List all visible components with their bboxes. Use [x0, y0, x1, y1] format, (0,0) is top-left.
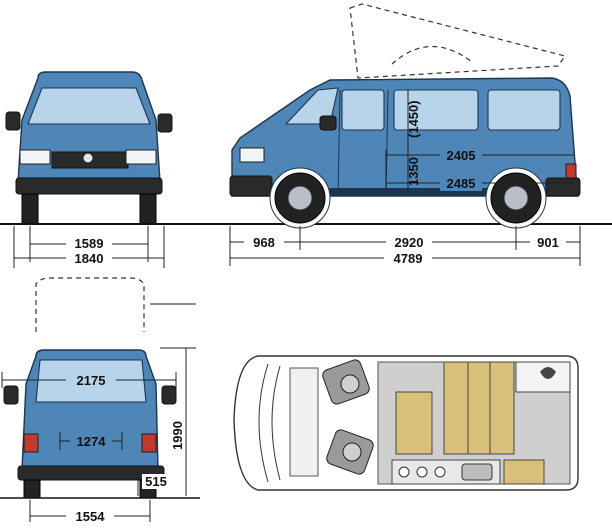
side-rear-overhang-label: 901 — [537, 235, 559, 250]
popup-roof-tent — [391, 45, 473, 65]
rear-cabinet — [503, 459, 545, 485]
rear-right-taillight — [141, 433, 157, 453]
passenger-seat — [326, 429, 374, 475]
front-bumper — [15, 177, 163, 195]
side-dimensions: 968 2920 901 4789 — [229, 226, 581, 266]
rear-left-mirror — [3, 385, 19, 405]
side-interior-upper-label: 2405 — [447, 148, 476, 163]
side-window-3 — [487, 89, 561, 131]
side-headlight — [239, 147, 265, 163]
front-width-label: 1840 — [75, 251, 104, 266]
side-length-label: 4789 — [394, 251, 423, 266]
rear-view: 1274 2175 — [1, 277, 177, 499]
side-mirror — [319, 115, 337, 131]
side-wheelbase-label: 2920 — [395, 235, 424, 250]
side-rear-bumper — [545, 177, 581, 197]
popup-roof-outline — [349, 3, 566, 79]
wardrobe — [515, 361, 571, 393]
side-window-1 — [341, 89, 385, 131]
front-right-wheel — [139, 193, 157, 225]
dashboard — [289, 367, 319, 477]
hob-burner-3 — [434, 466, 446, 478]
side-taillight — [565, 163, 577, 179]
floor-plan-view — [233, 355, 579, 491]
side-front-bumper — [229, 175, 273, 197]
side-height-raised-label: (1450) — [406, 100, 421, 138]
front-left-mirror — [5, 111, 21, 131]
sink — [461, 463, 493, 481]
front-view — [5, 71, 173, 225]
front-left-headlight — [19, 149, 51, 165]
side-view: 2405 2485 1350 (1450) — [229, 3, 581, 229]
rear-popup-roof-outline — [35, 277, 145, 332]
front-dimensions: 1589 1840 — [13, 226, 165, 268]
rear-top-width-label: 2175 — [77, 373, 106, 388]
side-height-label: 1350 — [406, 157, 421, 186]
front-right-mirror — [157, 113, 173, 133]
rear-bumper — [17, 465, 165, 481]
rear-plate-width-label: 1274 — [77, 434, 107, 449]
side-windshield — [284, 87, 339, 125]
rear-left-taillight — [23, 433, 39, 453]
rear-height-label: 1990 — [170, 421, 185, 450]
side-window-2 — [393, 89, 479, 131]
rear-left-wheel — [23, 479, 41, 499]
front-logo-icon — [82, 152, 94, 164]
table — [395, 391, 433, 455]
side-interior-lower-label: 2485 — [447, 176, 476, 191]
rear-dimensions: 1990 515 1554 — [0, 303, 200, 524]
front-track-label: 1589 — [75, 236, 104, 251]
hob-burner-1 — [398, 466, 410, 478]
front-left-wheel — [21, 193, 39, 225]
rear-right-mirror — [161, 385, 177, 405]
rear-track-label: 1554 — [76, 509, 106, 524]
hob-burner-2 — [416, 466, 428, 478]
bench-seat — [443, 361, 515, 455]
front-windshield — [27, 87, 151, 125]
rear-ground-label: 515 — [145, 474, 167, 489]
front-right-headlight — [125, 149, 157, 165]
driver-seat — [322, 359, 370, 405]
side-front-overhang-label: 968 — [253, 235, 275, 250]
